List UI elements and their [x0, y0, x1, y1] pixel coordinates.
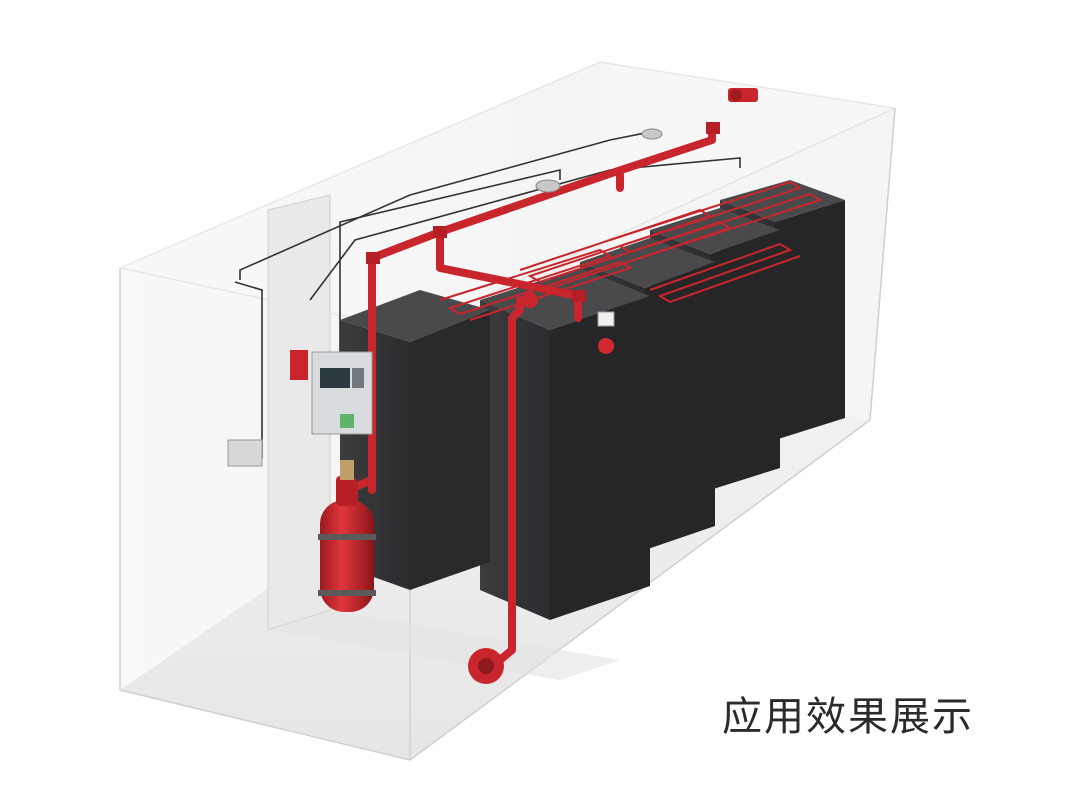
alarm-bell-icon [728, 88, 758, 102]
smoke-detector-icon [522, 292, 615, 354]
pipe-fittings [366, 122, 720, 302]
discharge-outlet [468, 648, 504, 684]
detection-tube [439, 180, 823, 321]
junction-box [227, 439, 263, 467]
room-edges [119, 107, 896, 761]
partition-front [268, 610, 620, 680]
caption: 应用效果展示 [722, 694, 974, 740]
nozzle-icon [535, 128, 663, 193]
control-panel-icon [311, 351, 373, 435]
alarm-box [290, 350, 308, 380]
gas-cylinder-icon [318, 460, 376, 612]
